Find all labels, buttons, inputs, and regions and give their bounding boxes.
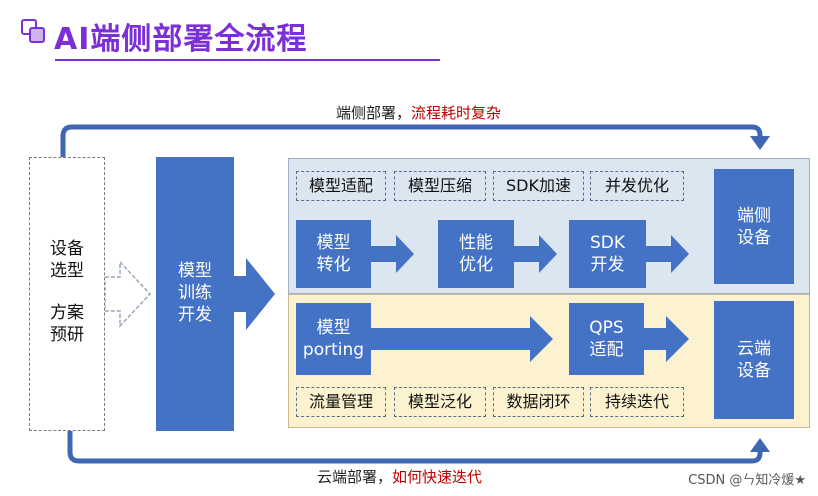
edge-device-block: 端侧 设备 [714, 169, 794, 284]
top-flow-highlight: 流程耗时复杂 [411, 104, 502, 122]
left-line-4: 预研 [50, 325, 84, 345]
edge-step-2-line-2: 优化 [459, 255, 493, 275]
cloud-step-2-line-2: 适配 [589, 340, 624, 360]
edge-chip-concurrency: 并发优化 [590, 171, 684, 201]
edge-step-performance: 性能 优化 [438, 220, 514, 288]
edge-step-1-line-1: 模型 [316, 233, 351, 253]
cloud-chip-traffic: 流量管理 [296, 387, 386, 417]
cloud-chip-iterate: 持续迭代 [590, 387, 684, 417]
edge-arrow-2 [514, 235, 557, 273]
cloud-chip-generalize: 模型泛化 [394, 387, 486, 417]
page-title: AI端侧部署全流程 [54, 22, 308, 57]
left-line-3: 方案 [50, 303, 84, 323]
title-underline [55, 59, 440, 61]
top-flow-arrow [60, 124, 763, 158]
bottom-flow-arrow [67, 431, 763, 464]
training-line-3: 开发 [178, 305, 212, 325]
bottom-flow-label: 云端部署， [317, 468, 393, 486]
watermark: CSDN @ㄣ知冷煖★ [688, 473, 806, 488]
bottom-flow-highlight: 如何快速迭代 [392, 468, 483, 486]
training-arrow [234, 258, 275, 330]
hollow-arrow [104, 260, 152, 328]
top-flow-caption: 端侧部署，流程耗时复杂 [336, 102, 501, 123]
edge-arrow-1 [371, 235, 414, 273]
edge-step-3-line-2: 开发 [590, 255, 625, 275]
edge-chip-sdk-accel: SDK加速 [493, 171, 584, 201]
edge-step-2-line-1: 性能 [459, 233, 493, 253]
cloud-device-line-1: 云端 [737, 339, 771, 359]
cloud-chip-data-loop: 数据闭环 [493, 387, 584, 417]
edge-device-line-1: 端侧 [737, 205, 771, 226]
cloud-device-line-2: 设备 [737, 361, 771, 381]
edge-chip-model-adapt: 模型适配 [296, 171, 386, 201]
bottom-flow-arrowhead [750, 438, 770, 452]
bottom-flow-caption: 云端部署，如何快速迭代 [317, 466, 482, 487]
edge-step-3-line-1: SDK [589, 233, 626, 253]
training-line-2: 训练 [178, 283, 212, 303]
left-line-1: 设备 [50, 239, 84, 259]
edge-arrow-3 [646, 235, 689, 273]
device-selection-box: 设备 选型 方案 预研 [29, 157, 105, 431]
cloud-step-1-line-2: porting [302, 340, 365, 360]
cloud-step-1-line-1: 模型 [316, 318, 351, 338]
training-line-1: 模型 [178, 261, 212, 281]
title-icon [20, 18, 48, 46]
cloud-arrow-2 [643, 316, 689, 362]
cloud-device-block: 云端 设备 [714, 301, 794, 419]
edge-step-1-line-2: 转化 [316, 255, 351, 275]
top-flow-arrowhead [750, 136, 770, 150]
edge-step-convert: 模型 转化 [296, 220, 371, 288]
cloud-step-qps: QPS 适配 [569, 303, 644, 375]
edge-step-sdk: SDK 开发 [569, 220, 646, 288]
edge-chip-model-compress: 模型压缩 [394, 171, 486, 201]
cloud-step-2-line-1: QPS [589, 318, 624, 338]
model-training-block: 模型 训练 开发 [156, 157, 234, 431]
edge-device-line-2: 设备 [737, 227, 771, 248]
cloud-step-porting: 模型 porting [296, 303, 371, 375]
cloud-arrow-1 [370, 316, 553, 362]
left-line-2: 选型 [50, 261, 84, 281]
top-flow-label: 端侧部署， [336, 104, 412, 122]
